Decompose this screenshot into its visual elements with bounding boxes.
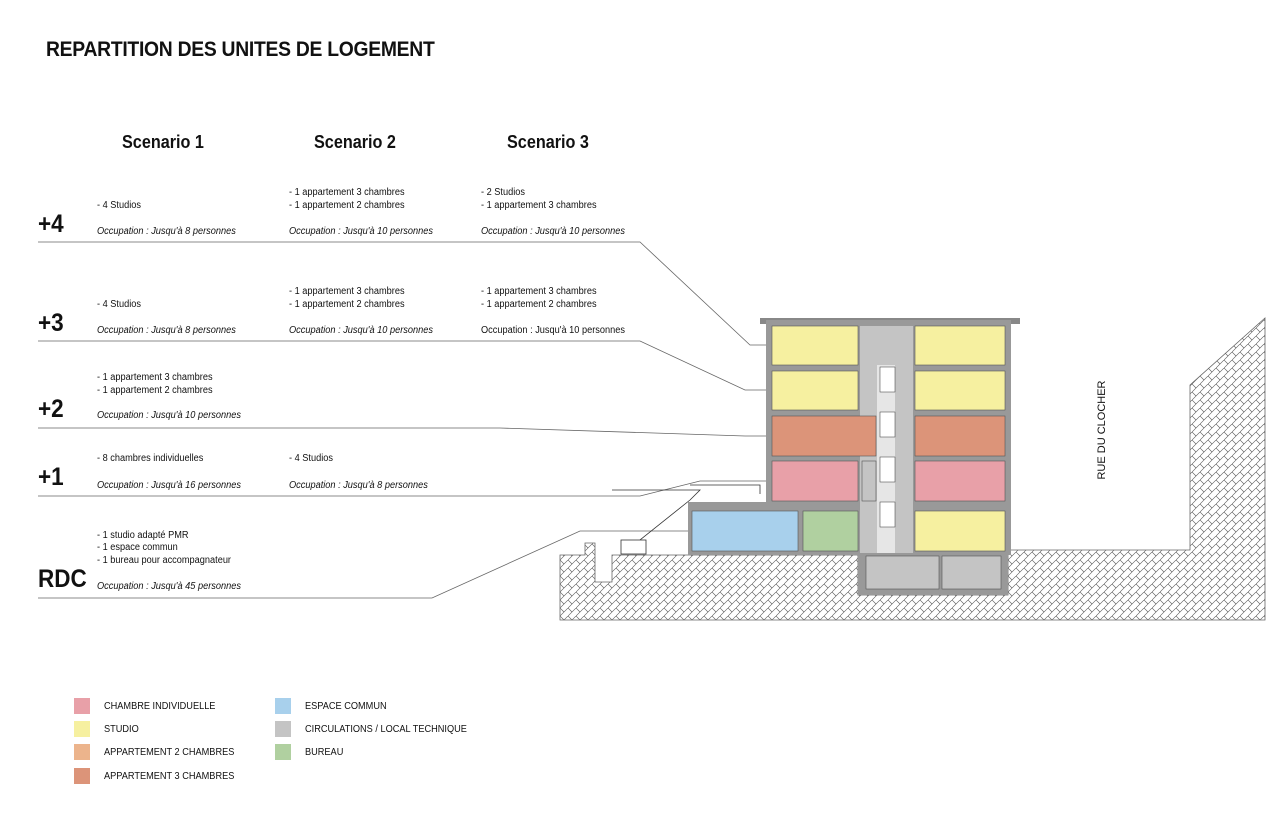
rooms — [691, 325, 1006, 590]
floor3-s1-item: - 4 Studios — [97, 299, 141, 310]
page-title: REPARTITION DES UNITES DE LOGEMENT — [46, 38, 435, 61]
floor2-s1-item: - 1 appartement 2 chambres — [97, 385, 213, 396]
legend-swatch-appt2 — [74, 744, 90, 760]
scenario-1-header: Scenario 1 — [122, 132, 204, 152]
floor2-s1-item: - 1 appartement 3 chambres — [97, 372, 213, 383]
leader-line-rdc — [38, 530, 740, 599]
floor4-s3-item: - 2 Studios — [481, 187, 525, 198]
floor4-s3-item: - 1 appartement 3 chambres — [481, 200, 597, 211]
rdc-s1-item: - 1 espace commun — [97, 542, 178, 553]
floor3-s2-item: - 1 appartement 3 chambres — [289, 286, 405, 297]
floor-label-plus2: +2 — [38, 395, 64, 423]
legend-swatch-circulations — [275, 721, 291, 737]
floor-label-rdc: RDC — [38, 565, 87, 593]
floor4-s2-item: - 1 appartement 3 chambres — [289, 187, 405, 198]
floor-label-plus3: +3 — [38, 309, 64, 337]
floor3-s3-occupation: Occupation : Jusqu'à 10 personnes — [481, 325, 625, 336]
floor3-s3-item: - 1 appartement 2 chambres — [481, 299, 597, 310]
floor4-s3-occupation: Occupation : Jusqu'à 10 personnes — [481, 226, 625, 237]
floor4-s2-occupation: Occupation : Jusqu'à 10 personnes — [289, 226, 433, 237]
legend-swatch-studio — [74, 721, 90, 737]
floor1-s1-occupation: Occupation : Jusqu'à 16 personnes — [97, 480, 241, 491]
legend-swatch-bureau — [275, 744, 291, 760]
leader-line-plus1 — [38, 480, 795, 497]
legend-label: APPARTEMENT 2 CHAMBRES — [104, 747, 235, 758]
legend-label: CHAMBRE INDIVIDUELLE — [104, 701, 216, 712]
floor4-s2-item: - 1 appartement 2 chambres — [289, 200, 405, 211]
leader-line-plus2 — [38, 427, 795, 437]
rdc-s1-occupation: Occupation : Jusqu'à 45 personnes — [97, 581, 241, 592]
legend-label: APPARTEMENT 3 CHAMBRES — [104, 771, 235, 782]
legend-swatch-appt3 — [74, 768, 90, 784]
rdc-s1-item: - 1 studio adapté PMR — [97, 530, 189, 541]
floor4-s1-occupation: Occupation : Jusqu'à 8 personnes — [97, 226, 236, 237]
floor1-s2-item: - 4 Studios — [289, 453, 333, 464]
floor1-s2-occupation: Occupation : Jusqu'à 8 personnes — [289, 480, 428, 491]
floor-label-plus1: +1 — [38, 463, 64, 491]
legend-label: BUREAU — [305, 747, 344, 758]
legend-label: STUDIO — [104, 724, 139, 735]
floor2-s1-occupation: Occupation : Jusqu'à 10 personnes — [97, 410, 241, 421]
legend-swatch-espace-commun — [275, 698, 291, 714]
floor4-s1-item: - 4 Studios — [97, 200, 141, 211]
floor3-s3-item: - 1 appartement 3 chambres — [481, 286, 597, 297]
floor-label-plus4: +4 — [38, 210, 64, 238]
scenario-2-header: Scenario 2 — [314, 132, 396, 152]
floor3-s2-occupation: Occupation : Jusqu'à 10 personnes — [289, 325, 433, 336]
legend-label: CIRCULATIONS / LOCAL TECHNIQUE — [305, 724, 467, 735]
legend-label: ESPACE COMMUN — [305, 701, 387, 712]
legend-swatch-chambre — [74, 698, 90, 714]
rdc-s1-item: - 1 bureau pour accompagnateur — [97, 555, 232, 566]
scenario-3-header: Scenario 3 — [507, 132, 589, 152]
floor1-s1-item: - 8 chambres individuelles — [97, 453, 204, 464]
floor3-s2-item: - 1 appartement 2 chambres — [289, 299, 405, 310]
floor3-s1-occupation: Occupation : Jusqu'à 8 personnes — [97, 325, 236, 336]
street-label: RUE DU CLOCHER — [1096, 380, 1108, 480]
